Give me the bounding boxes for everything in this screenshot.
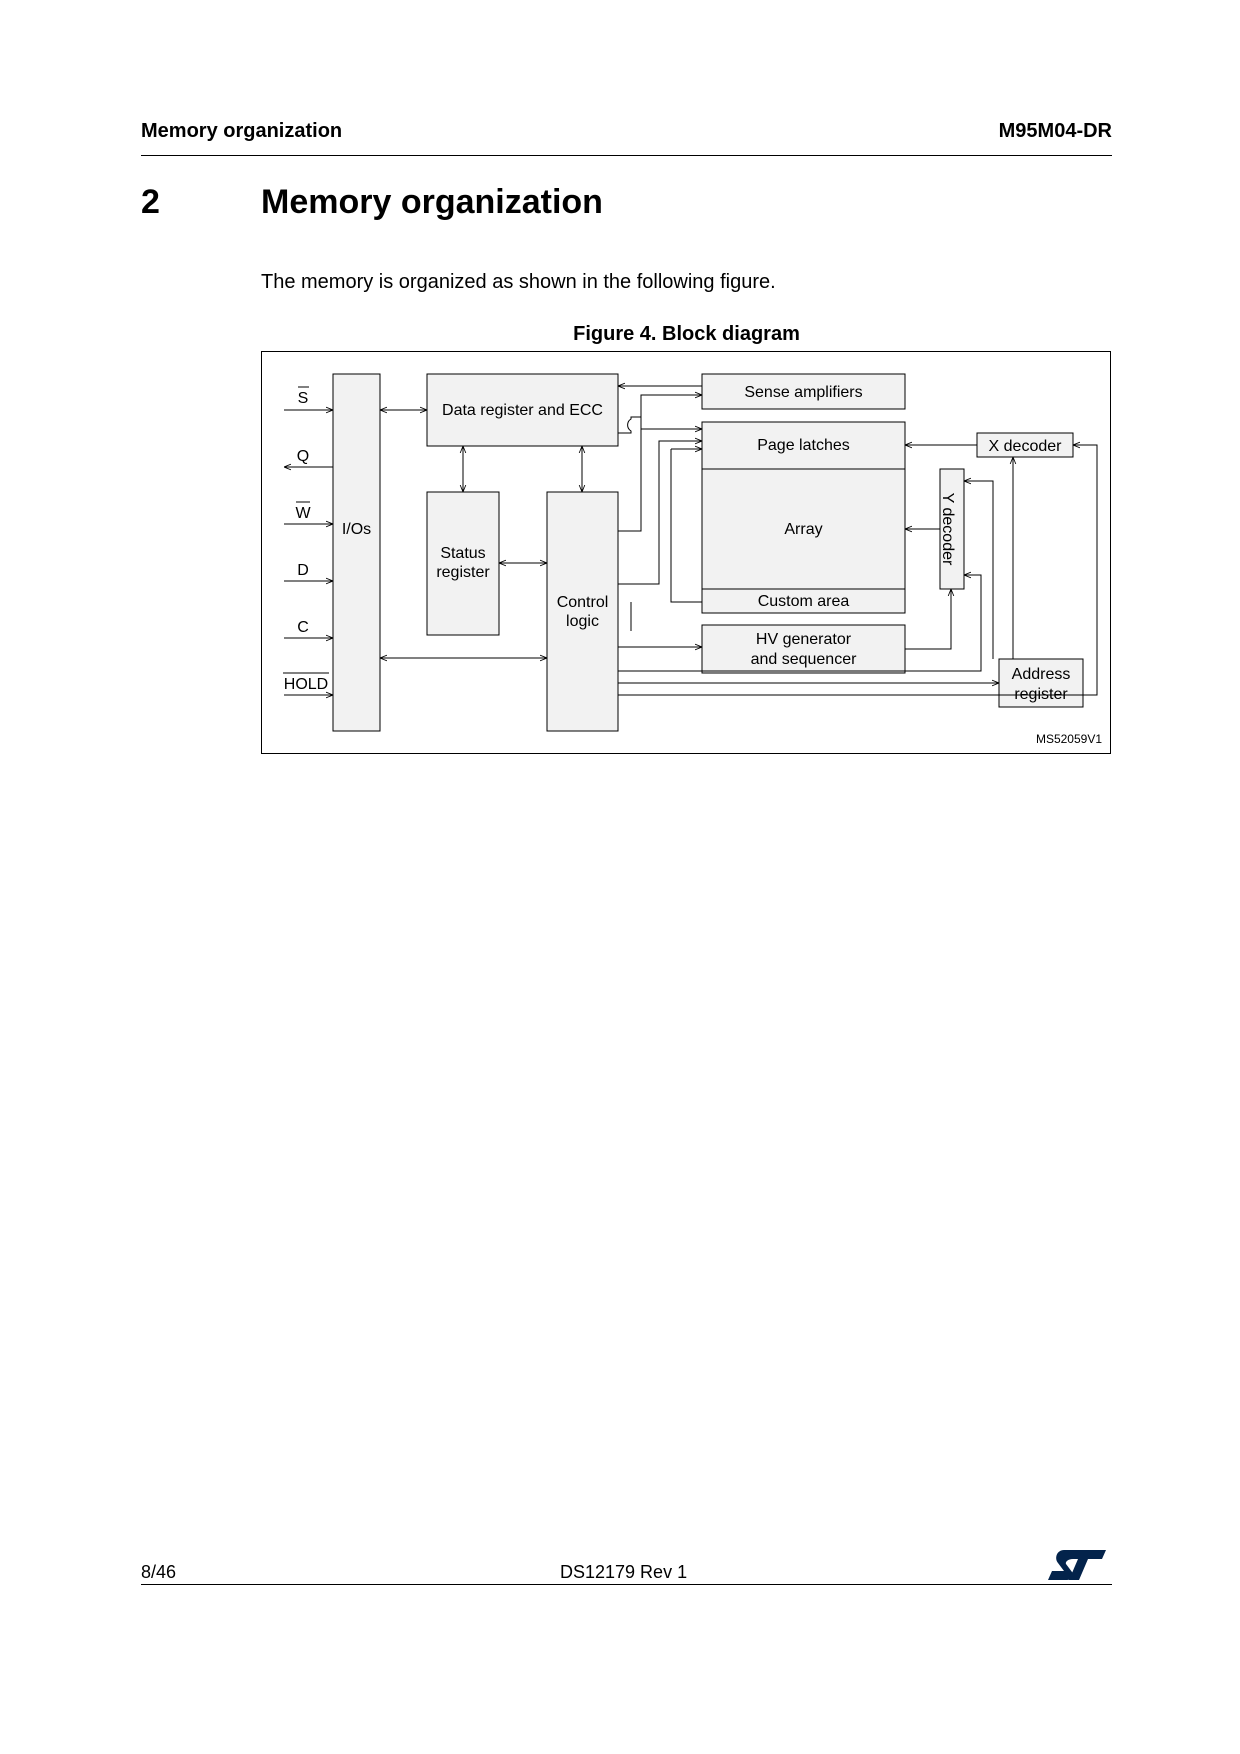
pin-c-label: C	[297, 619, 309, 636]
y-decoder-label: Y decoder	[939, 493, 956, 566]
header-rule	[141, 155, 1112, 156]
control-logic-label-1: Control	[557, 594, 609, 611]
sense-amplifiers-block	[701, 373, 906, 410]
pin-hold-label: HOLD	[284, 676, 328, 693]
figure-title: Figure 4. Block diagram	[573, 323, 800, 345]
document-revision: DS12179 Rev 1	[560, 1562, 688, 1582]
pin-d-label: D	[297, 562, 309, 579]
figure-id: MS52059V1	[1036, 732, 1102, 746]
running-header-part-number: M95M04-DR	[998, 120, 1112, 142]
sense-amplifiers-label: Sense amplifiers	[744, 384, 862, 401]
control-logic-block	[546, 491, 619, 732]
footer-rule	[141, 1584, 1112, 1585]
section-number: 2	[141, 183, 160, 221]
figure-frame	[261, 351, 1111, 754]
data-register-block	[426, 373, 619, 447]
running-header-section: Memory organization	[141, 120, 343, 142]
hv-generator-label-2: and sequencer	[751, 651, 858, 668]
address-register-label-1: Address	[1012, 666, 1071, 683]
hv-generator-block	[701, 624, 906, 674]
ios-block	[332, 373, 381, 732]
block-diagram: S Q W D C HOLD I/Os Data register and EC…	[261, 351, 1111, 754]
hv-generator-label-1: HV generator	[756, 631, 852, 648]
st-logo-icon	[1046, 1548, 1108, 1587]
page-latches-block	[701, 421, 906, 470]
status-register-block	[426, 491, 500, 636]
section-title: Memory organization	[261, 183, 603, 221]
custom-area-label: Custom area	[758, 593, 850, 610]
control-logic-label-2: logic	[566, 613, 599, 630]
array-label: Array	[784, 521, 822, 538]
status-register-label-2: register	[436, 564, 490, 581]
pin-q-label: Q	[297, 448, 309, 465]
data-register-label: Data register and ECC	[442, 402, 603, 419]
address-register-label-2: register	[1014, 686, 1068, 703]
custom-area-block	[701, 588, 906, 614]
page-latches-label: Page latches	[757, 437, 850, 454]
address-register-block	[998, 658, 1084, 708]
page-number: 8/46	[141, 1562, 177, 1582]
pin-s-label: S	[298, 390, 309, 407]
array-block	[701, 468, 906, 590]
pin-w-label: W	[295, 505, 311, 522]
body-paragraph: The memory is organized as shown in the …	[261, 271, 776, 293]
status-register-label-1: Status	[440, 545, 485, 562]
x-decoder-label: X decoder	[989, 438, 1063, 455]
ios-label: I/Os	[342, 521, 371, 538]
